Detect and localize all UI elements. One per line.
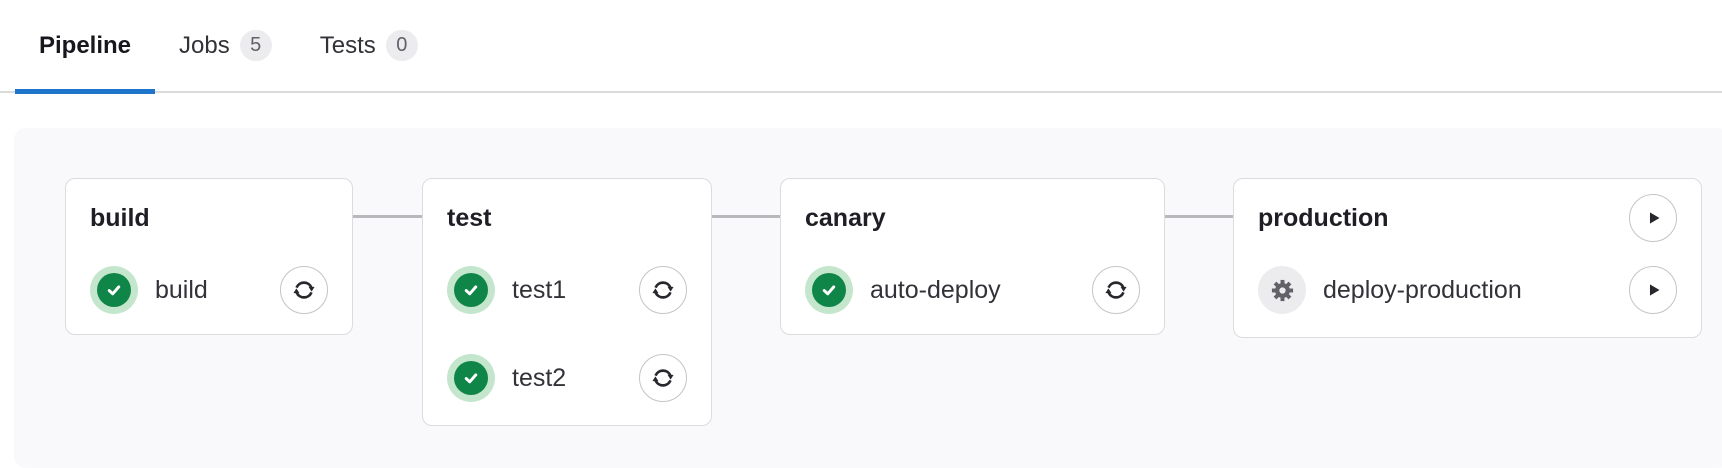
stage-card-production: production <box>1233 178 1702 338</box>
check-icon <box>107 285 121 296</box>
check-icon <box>464 285 478 296</box>
job-row: test1 <box>447 266 687 314</box>
play-job-button[interactable] <box>1629 266 1677 314</box>
tab-pipeline-label: Pipeline <box>39 31 132 59</box>
pipeline-screen: Pipeline Jobs 5 Tests 0 build <box>0 0 1722 426</box>
retry-icon <box>652 369 674 387</box>
job-row: auto-deploy <box>805 266 1140 314</box>
tests-count-badge: 0 <box>385 30 418 61</box>
retry-job-button[interactable] <box>1092 266 1140 314</box>
job-link[interactable]: test2 <box>512 363 567 392</box>
tab-jobs-label: Jobs <box>179 31 230 59</box>
retry-icon <box>293 281 315 299</box>
status-success-icon <box>90 266 138 314</box>
job-list: build <box>66 237 352 314</box>
stage-title: canary <box>805 204 886 232</box>
job-link[interactable]: auto-deploy <box>870 275 1001 304</box>
tab-tests[interactable]: Tests 0 <box>296 0 442 91</box>
play-icon <box>1649 212 1660 224</box>
stage-title: production <box>1258 204 1389 232</box>
stage-connector-line <box>712 215 780 218</box>
job-row: test2 <box>447 354 687 402</box>
gear-icon <box>1271 279 1293 301</box>
stage-title: test <box>447 204 492 232</box>
stage-header: test <box>423 179 711 237</box>
check-icon <box>464 373 478 384</box>
stage-header: canary <box>781 179 1164 237</box>
stage-title: build <box>90 204 150 232</box>
stage-header: production <box>1234 179 1701 242</box>
retry-job-button[interactable] <box>639 354 687 402</box>
pipeline-tabs: Pipeline Jobs 5 Tests 0 <box>0 0 1722 94</box>
retry-job-button[interactable] <box>280 266 328 314</box>
job-list: auto-deploy <box>781 237 1164 314</box>
stage-connector-line <box>353 215 422 218</box>
tab-jobs[interactable]: Jobs 5 <box>155 0 296 91</box>
tab-pipeline[interactable]: Pipeline <box>15 0 156 94</box>
retry-job-button[interactable] <box>639 266 687 314</box>
retry-icon <box>1105 281 1127 299</box>
job-link[interactable]: test1 <box>512 275 567 304</box>
check-icon <box>822 285 836 296</box>
play-stage-button[interactable] <box>1629 194 1677 242</box>
job-list: test1 <box>423 237 711 402</box>
status-manual-icon <box>1258 266 1306 314</box>
status-success-icon <box>805 266 853 314</box>
job-link[interactable]: build <box>155 275 208 304</box>
stage-connector-line <box>1165 215 1233 218</box>
job-link[interactable]: deploy-production <box>1323 275 1522 304</box>
jobs-count-badge: 5 <box>239 30 272 61</box>
play-icon <box>1649 284 1660 296</box>
tab-tests-label: Tests <box>319 31 376 59</box>
stage-card-canary: canary auto-deploy <box>780 178 1165 335</box>
stage-header: build <box>66 179 352 237</box>
stage-card-build: build build <box>65 178 353 335</box>
job-row: deploy-production <box>1258 266 1677 314</box>
active-tab-indicator <box>15 89 156 94</box>
stage-card-test: test test1 <box>422 178 712 426</box>
status-success-icon <box>447 266 495 314</box>
job-row: build <box>90 266 328 314</box>
retry-icon <box>652 281 674 299</box>
status-success-icon <box>447 354 495 402</box>
job-list: deploy-production <box>1234 237 1701 314</box>
